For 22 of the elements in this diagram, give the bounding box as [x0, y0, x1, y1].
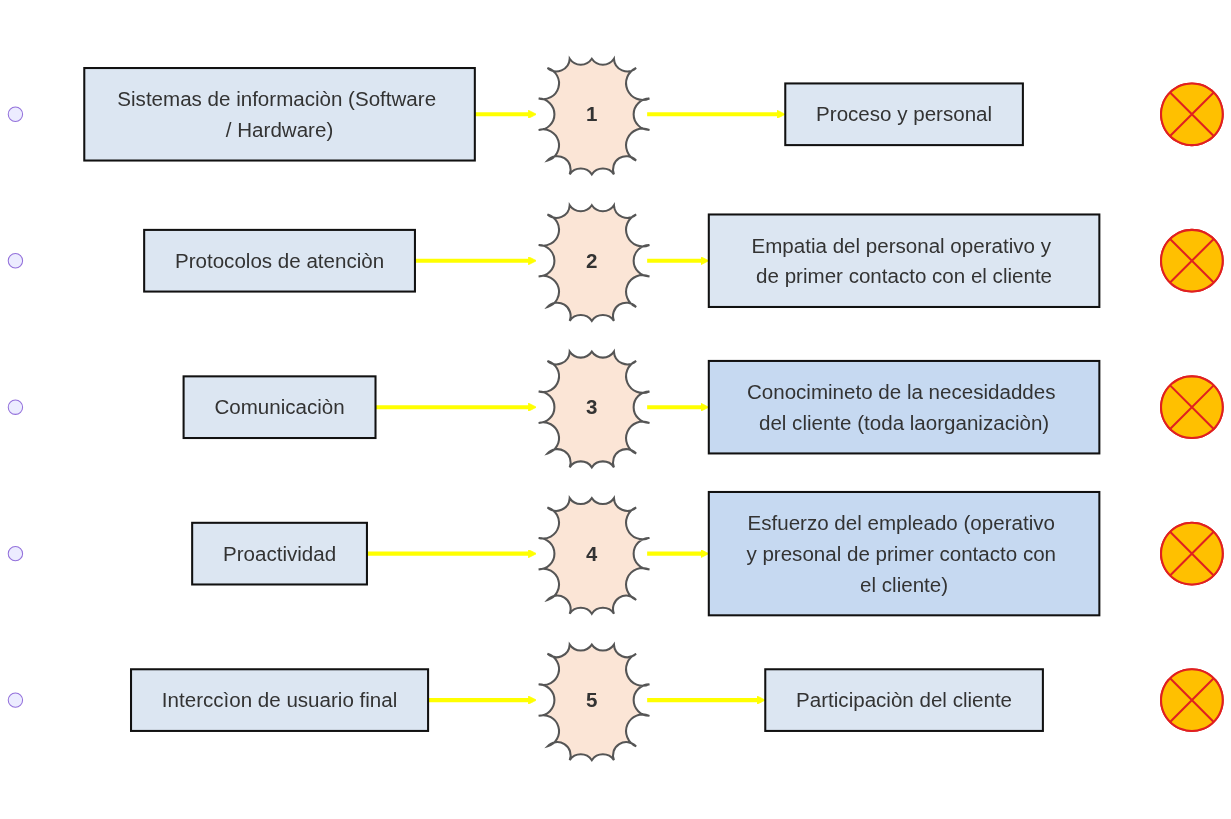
node-circle — [7, 253, 24, 269]
arrow — [647, 109, 786, 119]
node-box: Sistemas de informaciòn (Software / Hardware) — [83, 67, 476, 162]
arrow — [474, 109, 537, 119]
node-box: Comunicaciòn — [182, 375, 377, 440]
arrow — [414, 256, 537, 266]
arrow — [366, 549, 537, 559]
arrow — [375, 402, 537, 412]
node-circle — [7, 399, 24, 415]
node-box: Protocolos de atenciòn — [143, 228, 416, 293]
node-circle — [7, 106, 24, 122]
node-box: Proactividad — [191, 521, 368, 586]
node-circle — [7, 545, 24, 562]
node-box: Empatia del personal operativo y de primer contacto con el cliente — [707, 213, 1101, 308]
node-box: Proceso y personal — [784, 82, 1024, 147]
node-circle — [7, 692, 24, 708]
node-box: Participaciòn del cliente — [764, 668, 1044, 732]
node-box: Interccìon de usuario final — [130, 668, 430, 732]
node-box: Conocimineto de la necesidaddes del cliente (toda laorganizaciòn) — [707, 359, 1101, 455]
arrow — [428, 695, 537, 705]
arrow — [647, 695, 766, 705]
node-box: Esfuerzo del empleado (operativo y presonal de primer contacto con el cliente) — [707, 490, 1101, 617]
